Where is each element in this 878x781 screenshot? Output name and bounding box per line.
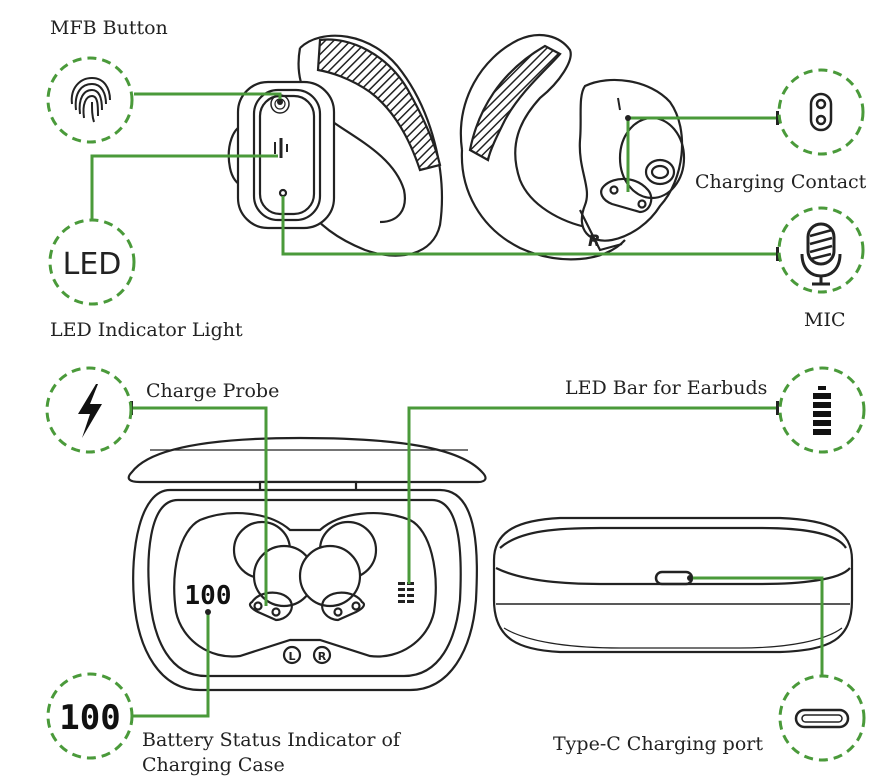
mfb-button-label: MFB Button bbox=[50, 17, 168, 39]
microphone-icon bbox=[777, 206, 865, 294]
usb-c-port-icon bbox=[778, 674, 866, 762]
callout-lines-bottom bbox=[132, 406, 824, 718]
right-earbud bbox=[459, 33, 686, 261]
charge-probe-label: Charge Probe bbox=[146, 380, 280, 402]
battery-status-label-line1: Battery Status Indicator of bbox=[142, 729, 400, 751]
led-bar-label: LED Bar for Earbuds bbox=[565, 377, 768, 399]
left-earbud bbox=[227, 34, 444, 257]
battery-bar-icon bbox=[778, 366, 866, 454]
case-display-value: 100 bbox=[185, 581, 232, 611]
charging-case-closed bbox=[492, 516, 854, 654]
earbud-r-mark: R bbox=[588, 231, 600, 250]
display-icon-value: 100 bbox=[59, 698, 120, 738]
type-c-label: Type-C Charging port bbox=[553, 733, 763, 755]
led-text-icon: LED bbox=[48, 218, 136, 306]
battery-status-label-line2: Charging Case bbox=[142, 754, 285, 776]
case-r-mark: R bbox=[318, 650, 327, 663]
charging-case-open bbox=[127, 436, 487, 692]
lightning-bolt-icon bbox=[45, 366, 133, 454]
fingerprint-icon bbox=[46, 56, 134, 144]
digital-display-icon: 100 bbox=[46, 672, 134, 760]
callout-endcaps-top bbox=[277, 99, 779, 261]
case-l-mark: L bbox=[288, 650, 295, 663]
led-icon-text: LED bbox=[63, 247, 122, 282]
led-indicator-label: LED Indicator Light bbox=[50, 319, 243, 341]
charging-contact-label: Charging Contact bbox=[695, 171, 867, 193]
mic-label: MIC bbox=[804, 309, 846, 331]
charging-contact-icon bbox=[777, 68, 865, 156]
